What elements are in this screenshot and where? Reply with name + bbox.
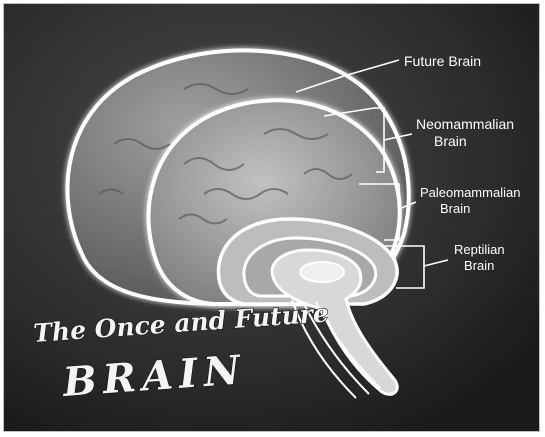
illustration-frame: Future Brain Neomammalian Brain Paleomam… <box>3 3 540 432</box>
brain-diagram: Future Brain Neomammalian Brain Paleomam… <box>4 4 540 432</box>
label-paleomammalian-line1: Paleomammalian <box>420 185 520 200</box>
label-reptilian-line1: Reptilian <box>454 242 505 257</box>
label-paleomammalian-line2: Brain <box>440 201 470 216</box>
label-neomammalian-line1: Neomammalian <box>416 116 514 132</box>
core-detail <box>300 262 344 282</box>
label-future-brain: Future Brain <box>404 53 481 69</box>
label-neomammalian-line2: Brain <box>434 133 467 149</box>
label-reptilian-line2: Brain <box>464 258 494 273</box>
